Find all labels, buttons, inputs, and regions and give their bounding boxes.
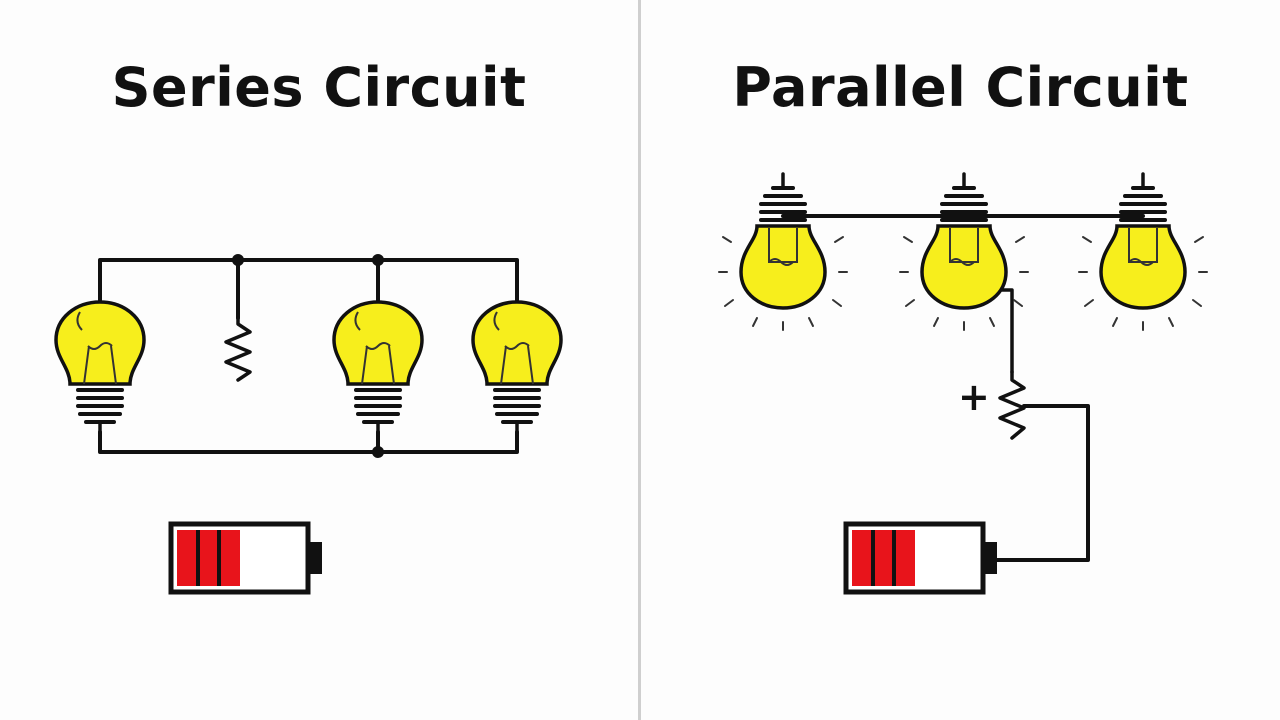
plus-terminal-label: +: [958, 375, 990, 419]
series-junction-node: [372, 446, 384, 458]
parallel-light-bulb: [1077, 172, 1209, 332]
series-light-bulb: [54, 300, 146, 436]
panel-divider: [638, 0, 641, 720]
series-battery: [168, 521, 322, 595]
parallel-circuit-title: Parallel Circuit: [732, 56, 1189, 119]
series-light-bulb: [332, 300, 424, 436]
series-light-bulb: [471, 300, 563, 436]
series-circuit-title: Series Circuit: [111, 56, 527, 119]
series-battery-charge: [177, 530, 240, 586]
parallel-battery: [843, 521, 997, 595]
parallel-light-bulb: [898, 172, 1030, 332]
series-resistor: [224, 316, 252, 382]
series-junction-node: [232, 254, 244, 266]
parallel-resistor: [998, 370, 1026, 440]
series-junction-node: [372, 254, 384, 266]
parallel-light-bulb: [717, 172, 849, 332]
parallel-battery-charge: [852, 530, 915, 586]
series-circuit-wiring: [98, 258, 519, 454]
parallel-circuit-wiring: [781, 214, 1145, 562]
parallel-circuit-panel: Parallel Circuit: [641, 0, 1280, 720]
